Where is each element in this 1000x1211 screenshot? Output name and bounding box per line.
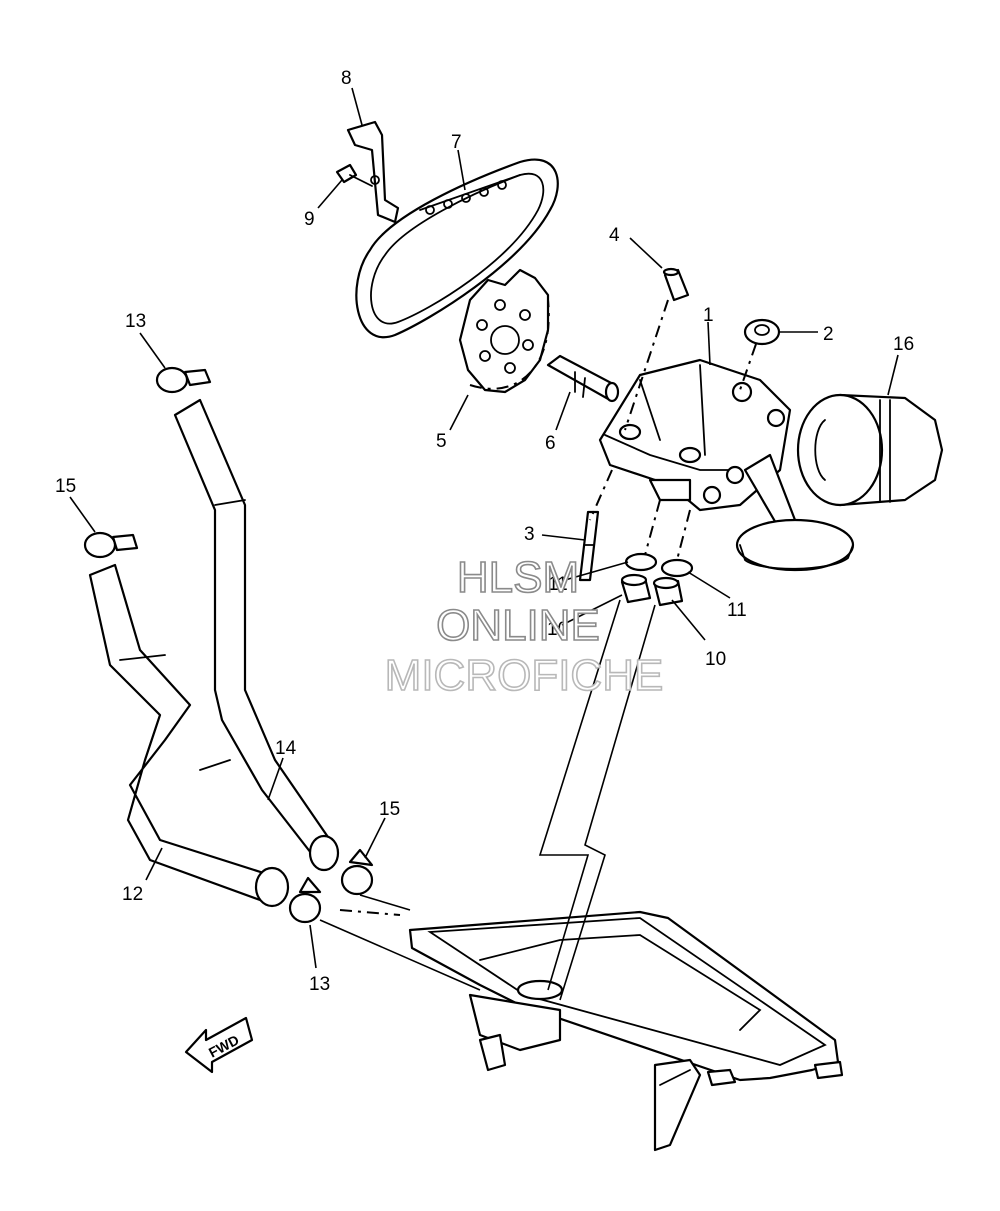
chain-guide[interactable] — [346, 120, 400, 224]
callout-2: 2 — [823, 324, 834, 345]
collar-10-right[interactable] — [652, 576, 684, 607]
callout-13-top: 13 — [125, 311, 146, 332]
hose-clamp-15-right[interactable] — [340, 848, 374, 896]
callout-11-left: 11 — [548, 574, 568, 595]
oil-strainer[interactable] — [735, 453, 855, 572]
callout-9: 9 — [304, 209, 315, 230]
callout-15-right: 15 — [379, 799, 400, 820]
hose-clamp-13-bottom[interactable] — [288, 876, 322, 924]
callout-13-bottom: 13 — [309, 974, 330, 995]
oil-filter[interactable] — [796, 393, 944, 507]
callout-11-right: 11 — [727, 600, 747, 621]
watermark-line-3: MICROFICHE — [385, 651, 664, 700]
oil-pipe-14[interactable] — [173, 398, 340, 872]
o-ring-11-left[interactable] — [624, 552, 658, 572]
oil-pump-drive-chain[interactable] — [355, 158, 559, 339]
callout-16: 16 — [893, 334, 914, 355]
watermark: HLSM ONLINE MICROFICHE — [384, 552, 664, 701]
o-ring-11-right[interactable] — [660, 558, 694, 578]
callout-12: 12 — [122, 884, 143, 905]
callout-6: 6 — [545, 433, 556, 454]
watermark-line-2: ONLINE — [436, 601, 600, 650]
callout-8: 8 — [341, 68, 352, 89]
callout-1: 1 — [703, 305, 714, 326]
callout-15-left: 15 — [55, 476, 76, 497]
watermark-line-1: HLSM — [457, 553, 579, 602]
oil-pipe-12[interactable] — [88, 563, 290, 908]
callout-7: 7 — [451, 132, 462, 153]
callout-10-right: 10 — [705, 649, 726, 670]
dowel-pin[interactable] — [662, 267, 690, 302]
oil-pump-drive-shaft[interactable] — [546, 354, 620, 403]
collar-10-left[interactable] — [620, 573, 652, 604]
oil-pan[interactable] — [408, 910, 844, 1152]
bolt-9[interactable] — [335, 163, 373, 187]
stud-bolt[interactable] — [578, 510, 600, 582]
callout-3: 3 — [524, 524, 535, 545]
oil-pump-sprocket[interactable] — [458, 268, 550, 394]
callout-10-left: 10 — [547, 619, 568, 640]
callout-14: 14 — [275, 738, 297, 759]
assembly-guide-lines — [319, 299, 757, 1001]
collar[interactable] — [743, 318, 781, 346]
callout-5: 5 — [436, 431, 447, 452]
hose-clamp-13-top[interactable] — [155, 366, 212, 394]
callout-leaders — [69, 87, 899, 969]
forward-direction-arrow: FWD — [184, 1016, 254, 1074]
hose-clamp-15-left[interactable] — [83, 531, 139, 559]
callout-4: 4 — [609, 225, 620, 246]
